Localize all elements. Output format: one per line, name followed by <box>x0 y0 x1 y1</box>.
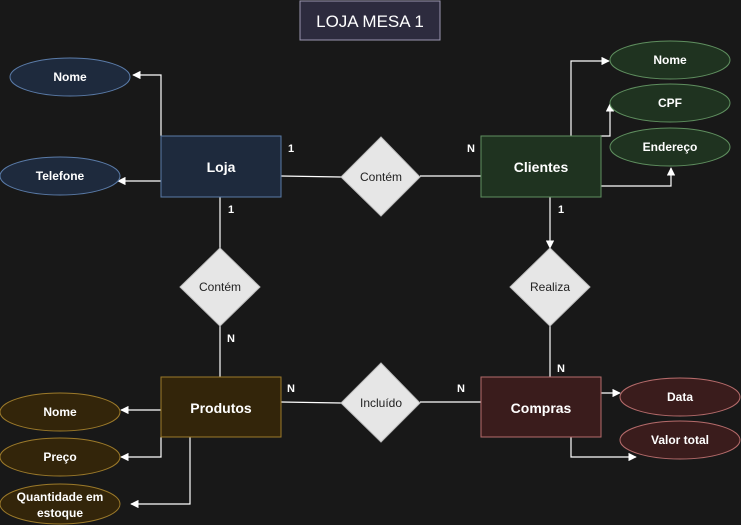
loja-nome-connector <box>132 70 162 136</box>
svg-text:Telefone: Telefone <box>36 169 85 183</box>
svg-text:Realiza: Realiza <box>530 280 570 294</box>
attr-clientes-nome: Nome <box>609 40 731 80</box>
attr-clientes-endereco: Endereço <box>609 127 731 167</box>
attr-compras-valor-total: Valor total <box>619 420 741 460</box>
relationship-contem-loja-produtos: Contém <box>179 247 261 327</box>
card-compras-realiza: N <box>557 363 565 375</box>
svg-text:Nome: Nome <box>53 70 87 84</box>
card-loja-contem-produtos: 1 <box>228 204 234 216</box>
card-produtos-contem: N <box>227 333 235 345</box>
compras-valor-connector <box>570 437 637 462</box>
svg-text:Loja: Loja <box>207 159 236 175</box>
card-clientes-contem: N <box>467 143 475 155</box>
svg-text:Clientes: Clientes <box>514 159 569 175</box>
svg-text:Contém: Contém <box>360 170 402 184</box>
produtos-incluido-connector <box>280 401 342 404</box>
svg-text:Incluído: Incluído <box>360 396 402 410</box>
diagram-title: LOJA MESA 1 <box>299 0 441 41</box>
svg-text:LOJA MESA 1: LOJA MESA 1 <box>316 12 424 31</box>
clientes-nome-connector <box>570 56 610 136</box>
loja-contem-connector <box>280 175 342 178</box>
svg-text:CPF: CPF <box>658 96 682 110</box>
entity-produtos: Produtos <box>160 376 282 438</box>
svg-text:Compras: Compras <box>511 400 572 416</box>
svg-text:Nome: Nome <box>43 405 77 419</box>
svg-text:Produtos: Produtos <box>190 400 252 416</box>
card-loja-contem: 1 <box>288 143 294 155</box>
svg-text:Nome: Nome <box>653 53 687 67</box>
relationship-contem-loja-clientes: Contém <box>340 136 421 217</box>
cardinality-labels: 1 N 1 N 1 N N N <box>227 143 565 395</box>
entity-loja: Loja <box>160 135 282 198</box>
produtos-quantidade-connector <box>130 437 191 509</box>
attr-clientes-cpf: CPF <box>609 83 731 123</box>
clientes-cpf-connector <box>600 103 615 137</box>
svg-text:Valor total: Valor total <box>651 433 709 447</box>
entity-clientes: Clientes <box>480 135 602 198</box>
relationship-incluido: Incluído <box>340 362 421 443</box>
attr-loja-nome: Nome <box>9 57 131 97</box>
svg-text:Preço: Preço <box>43 450 76 464</box>
svg-text:Data: Data <box>667 390 693 404</box>
card-produtos-incluido: N <box>287 383 295 395</box>
svg-text:Quantidade em: Quantidade em <box>17 490 104 504</box>
attr-produtos-preco: Preço <box>0 437 121 477</box>
connectors <box>117 56 676 509</box>
entity-compras: Compras <box>480 376 602 438</box>
produtos-preco-connector <box>120 437 162 462</box>
svg-text:estoque: estoque <box>37 506 83 520</box>
card-clientes-realiza: 1 <box>558 204 564 216</box>
attr-produtos-quantidade: Quantidade em estoque <box>0 483 121 525</box>
card-compras-incluido: N <box>457 383 465 395</box>
svg-text:Endereço: Endereço <box>643 140 698 154</box>
attr-produtos-nome: Nome <box>0 392 121 432</box>
svg-text:Contém: Contém <box>199 280 241 294</box>
relationship-realiza: Realiza <box>509 247 591 327</box>
attr-loja-telefone: Telefone <box>0 156 121 196</box>
clientes-endereco-connector <box>600 167 676 187</box>
attr-compras-data: Data <box>619 377 741 417</box>
